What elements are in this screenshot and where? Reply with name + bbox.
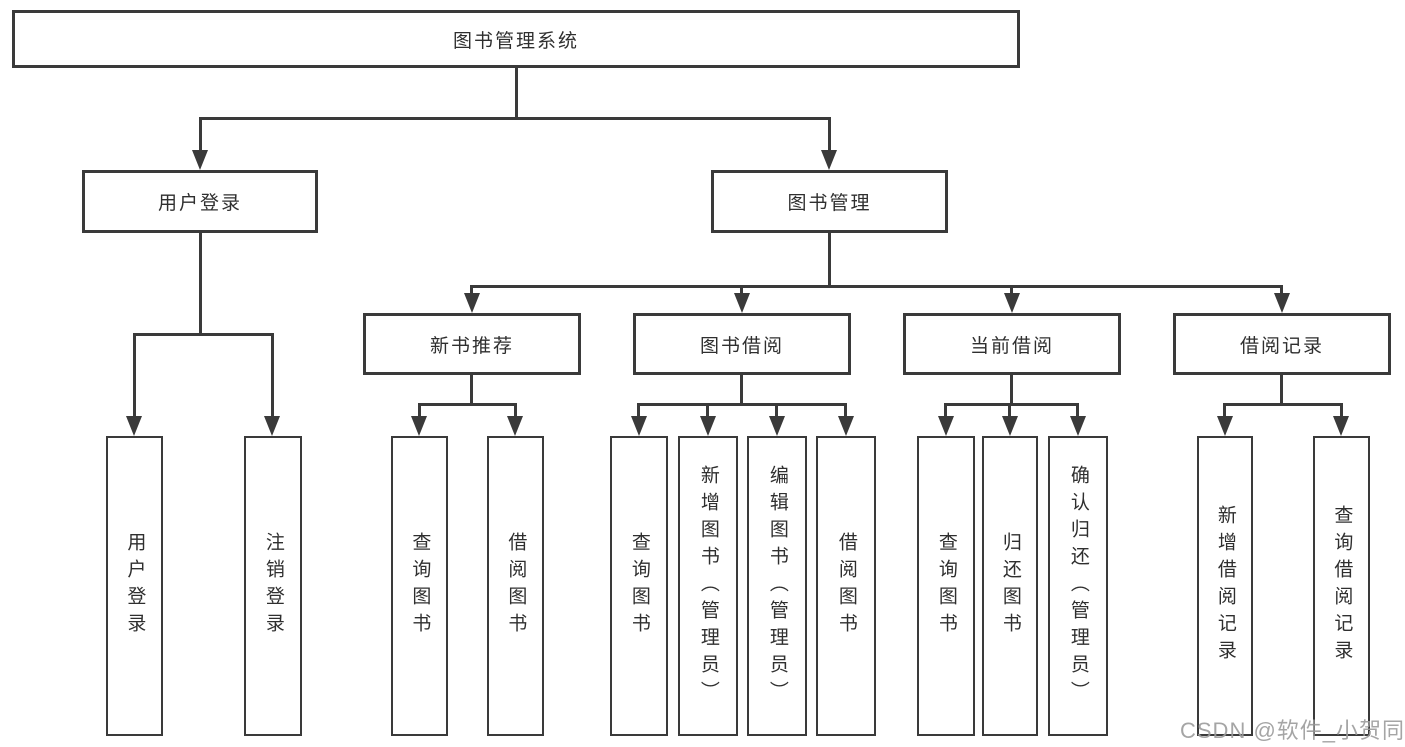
connector-drop [1280, 285, 1283, 295]
leaf-logout: 注销登录 [244, 436, 302, 736]
connector-drop [844, 403, 847, 418]
leaf-label: 查询图书 [628, 532, 650, 640]
node-user-login: 用户登录 [82, 170, 318, 233]
leaf-label: 查询图书 [409, 532, 431, 640]
leaf-label: 编辑图书（管理员） [766, 464, 788, 708]
leaf-label: 新增借阅记录 [1214, 505, 1236, 667]
connector-arrow-down [192, 150, 208, 170]
leaf-borrowing-borrow-books: 借阅图书 [816, 436, 876, 736]
leaf-label: 确认归还（管理员） [1067, 464, 1089, 708]
connector-drop [1008, 403, 1011, 418]
node-label: 当前借阅 [969, 335, 1054, 357]
connector-arrow-down [1333, 416, 1349, 436]
connector-drop [133, 333, 136, 417]
leaf-borrowing-add-books-admin: 新增图书（管理员） [678, 436, 738, 736]
node-label: 新书推荐 [429, 335, 514, 357]
connector-hbar [944, 403, 1079, 406]
node-book-borrowing: 图书借阅 [633, 313, 851, 375]
connector-arrow-down [700, 416, 716, 436]
connector-drop [1010, 285, 1013, 295]
connector-drop [271, 333, 274, 417]
connector-arrow-down [769, 416, 785, 436]
leaf-label: 查询借阅记录 [1331, 505, 1353, 667]
connector-stem [740, 373, 743, 405]
connector-arrow-down [411, 416, 427, 436]
leaf-borrowing-query-books: 查询图书 [610, 436, 668, 736]
connector-drop [418, 403, 421, 418]
connector-drop [1223, 403, 1226, 418]
connector-drop [775, 403, 778, 418]
connector-arrow-down [1004, 293, 1020, 313]
leaf-newbooks-borrow-books: 借阅图书 [487, 436, 544, 736]
connector-hbar [1223, 403, 1342, 406]
leaf-records-query-record: 查询借阅记录 [1313, 436, 1370, 736]
connector-arrow-down [734, 293, 750, 313]
connector-drop [514, 403, 517, 418]
node-borrowing-records: 借阅记录 [1173, 313, 1391, 375]
leaf-records-add-record: 新增借阅记录 [1197, 436, 1253, 736]
node-label: 图书管理系统 [452, 30, 579, 52]
leaf-current-query-books: 查询图书 [917, 436, 975, 736]
node-book-management: 图书管理 [711, 170, 948, 233]
connector-stem [470, 373, 473, 405]
connector-drop [706, 403, 709, 418]
connector-hbar [637, 403, 847, 406]
node-label: 借阅记录 [1239, 335, 1324, 357]
connector-arrow-down [838, 416, 854, 436]
connector-stem [828, 231, 831, 287]
connector-arrow-down [1217, 416, 1233, 436]
node-label: 用户登录 [157, 193, 242, 214]
connector-arrow-down [464, 293, 480, 313]
connector-drop [637, 403, 640, 418]
connector-drop [944, 403, 947, 418]
leaf-newbooks-query-books: 查询图书 [391, 436, 448, 736]
connector-drop [1340, 403, 1343, 418]
node-library-system: 图书管理系统 [12, 10, 1020, 68]
connector-hbar [133, 333, 274, 336]
connector-stem [199, 231, 202, 335]
connector-arrow-down [264, 416, 280, 436]
node-new-book-recommend: 新书推荐 [363, 313, 581, 375]
connector-arrow-down [821, 150, 837, 170]
node-label: 图书借阅 [699, 335, 784, 357]
connector-drop [828, 117, 831, 153]
leaf-label: 归还图书 [999, 532, 1021, 640]
connector-hbar [199, 117, 831, 120]
connector-drop [470, 285, 473, 295]
connector-stem [515, 68, 518, 118]
connector-drop [199, 117, 202, 153]
connector-arrow-down [126, 416, 142, 436]
connector-arrow-down [507, 416, 523, 436]
leaf-current-return-books: 归还图书 [982, 436, 1038, 736]
leaf-user-login: 用户登录 [106, 436, 163, 736]
connector-arrow-down [1070, 416, 1086, 436]
leaf-borrowing-edit-books-admin: 编辑图书（管理员） [747, 436, 807, 736]
connector-hbar [418, 403, 517, 406]
connector-arrow-down [1274, 293, 1290, 313]
connector-stem [1280, 373, 1283, 405]
connector-stem [1010, 373, 1013, 405]
leaf-label: 注销登录 [262, 532, 284, 640]
connector-arrow-down [938, 416, 954, 436]
leaf-label: 借阅图书 [835, 532, 857, 640]
node-label: 图书管理 [787, 193, 872, 214]
connector-drop [740, 285, 743, 295]
leaf-current-confirm-return-admin: 确认归还（管理员） [1048, 436, 1108, 736]
node-current-borrowing: 当前借阅 [903, 313, 1121, 375]
leaf-label: 用户登录 [124, 532, 146, 640]
csdn-watermark: CSDN @软件_小贺同学 [1180, 718, 1405, 743]
leaf-label: 新增图书（管理员） [697, 464, 719, 708]
connector-drop [1076, 403, 1079, 418]
connector-arrow-down [631, 416, 647, 436]
leaf-label: 借阅图书 [505, 532, 527, 640]
leaf-label: 查询图书 [935, 532, 957, 640]
connector-arrow-down [1002, 416, 1018, 436]
connector-hbar [470, 285, 1283, 288]
